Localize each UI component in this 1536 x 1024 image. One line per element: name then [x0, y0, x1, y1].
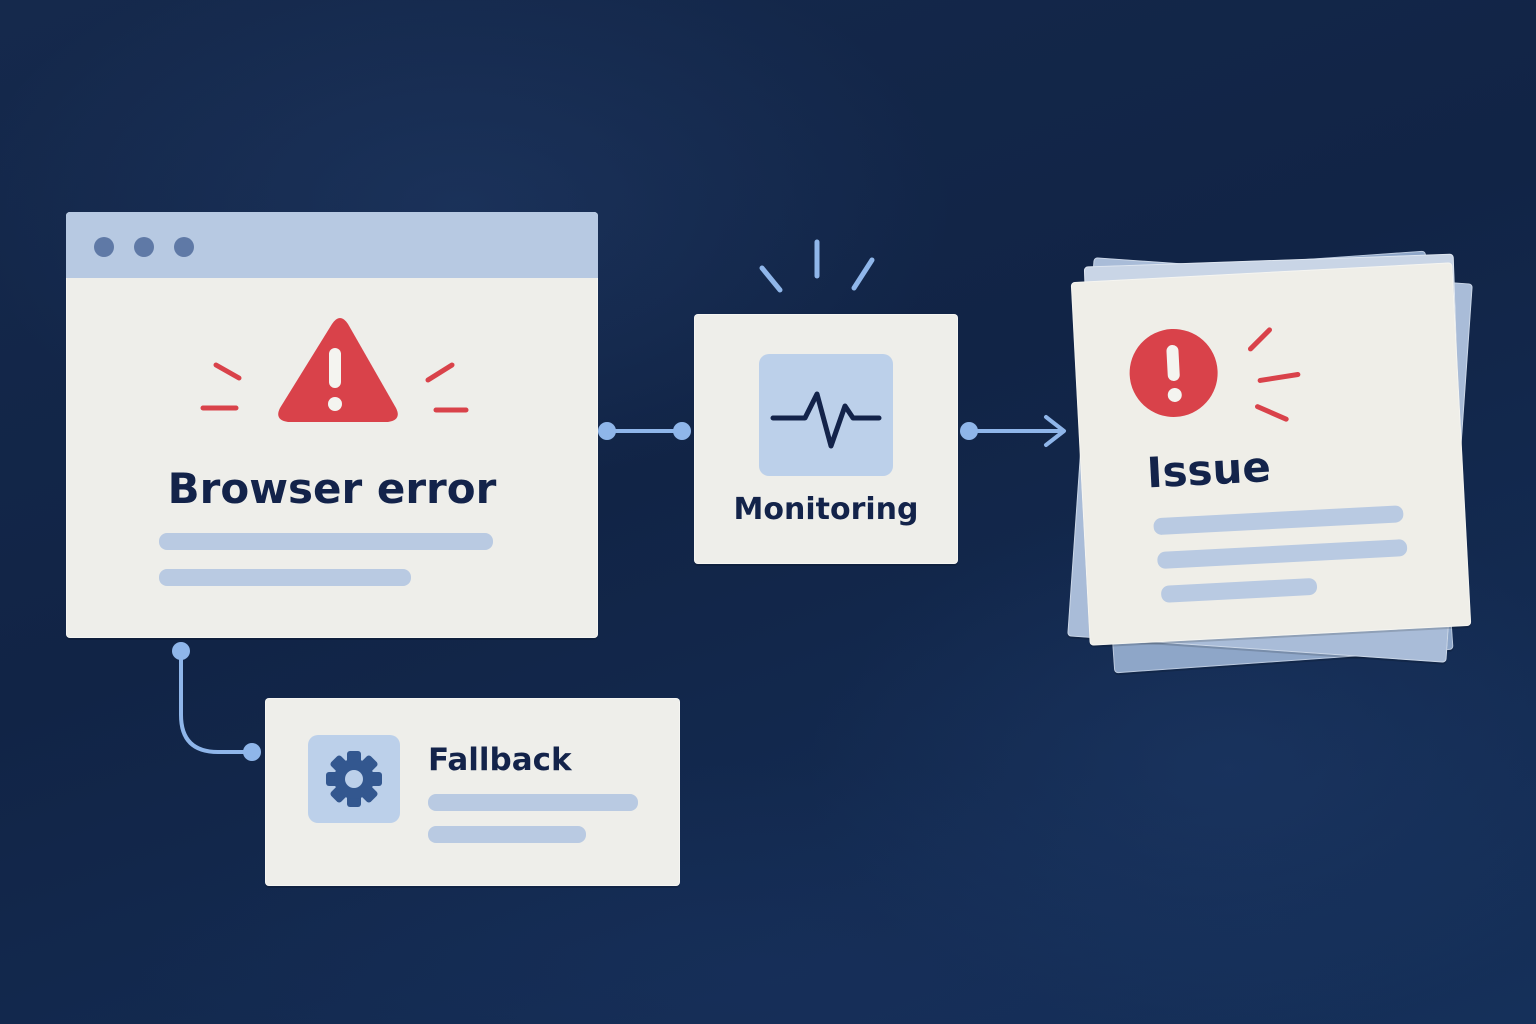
- browser-error-window: Browser error: [66, 212, 598, 638]
- fallback-title: Fallback: [428, 742, 572, 778]
- browser-graphics: [94, 237, 469, 422]
- connector-dot: [243, 743, 261, 761]
- gear-icon-tile: [308, 735, 400, 823]
- alert-rays-icon: [1247, 327, 1301, 422]
- alert-rays-icon: [200, 362, 469, 413]
- gear-icon: [326, 751, 382, 807]
- connector-dot: [598, 422, 616, 440]
- text-placeholder-line: [428, 794, 638, 811]
- browser-error-title: Browser error: [167, 464, 497, 513]
- pulse-icon-tile: [759, 354, 893, 476]
- arrow-head-icon: [1044, 415, 1066, 447]
- signal-ray: [759, 265, 783, 293]
- text-placeholder-line: [428, 826, 586, 843]
- warning-triangle-icon: [278, 318, 398, 422]
- connector-dot: [960, 422, 978, 440]
- signal-ray: [851, 257, 875, 291]
- monitoring-title: Monitoring: [733, 492, 919, 527]
- browser-title-bar: [66, 212, 598, 278]
- text-placeholder-line: [159, 569, 411, 586]
- issue-title: Issue: [1145, 442, 1272, 498]
- monitoring-card: Monitoring: [694, 314, 958, 564]
- issue-card: Issue: [1070, 262, 1472, 646]
- fallback-card: Fallback: [265, 698, 680, 886]
- connector-browser-fallback: [179, 651, 252, 754]
- text-placeholder-line: [159, 533, 493, 550]
- connector-dot: [172, 642, 190, 660]
- connector-dot: [673, 422, 691, 440]
- issue-graphics: [1129, 327, 1301, 422]
- heartbeat-pulse-icon: [770, 391, 882, 449]
- alert-circle-icon: [1129, 328, 1218, 417]
- window-dots-icon: [94, 237, 194, 257]
